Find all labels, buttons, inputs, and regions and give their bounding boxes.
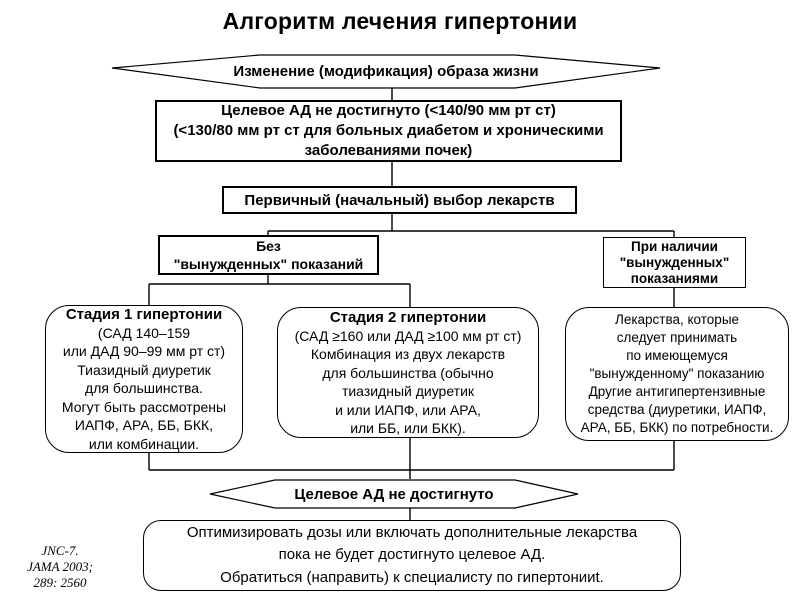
primary-drug-choice-box: Первичный (начальный) выбор лекарств	[222, 186, 577, 214]
stage2-hypertension-box: Стадия 2 гипертонии (САД ≥160 или ДАД ≥1…	[277, 307, 539, 438]
page-title: Алгоритм лечения гипертонии	[222, 8, 578, 34]
stage1-title: Стадия 1 гипертонии	[65, 305, 223, 323]
stage1-hypertension-box: Стадия 1 гипертонии (САД 140–159 или ДАД…	[45, 305, 243, 453]
without-indications-box: Без "вынужденных" показаний	[158, 235, 379, 275]
with-indications-box: При наличии "вынужденных" показаниями	[603, 237, 746, 288]
citation: JNC-7. JAMA 2003; 289: 2560	[27, 543, 93, 590]
goal-not-reached-label: Целевое АД не достигнуто	[294, 485, 494, 503]
goal-not-reached-hexagon	[209, 479, 579, 509]
forced-indication-drugs-box: Лекарства, которые следует принимать по …	[565, 307, 789, 441]
stage1-body: (САД 140–159 или ДАД 90–99 мм рт ст) Тиа…	[61, 324, 227, 452]
stage2-title: Стадия 2 гипертонии	[329, 308, 487, 326]
stage2-body: (САД ≥160 или ДАД ≥100 мм рт ст) Комбина…	[294, 327, 522, 437]
lifestyle-label: Изменение (модификация) образа жизни	[233, 63, 539, 80]
target-bp-not-reached-box: Целевое АД не достигнуто (<140/90 мм рт …	[155, 100, 622, 162]
lifestyle-hexagon	[111, 54, 661, 89]
optimize-doses-box: Оптимизировать дозы или включать дополни…	[143, 520, 681, 591]
connector-lines	[148, 88, 675, 520]
